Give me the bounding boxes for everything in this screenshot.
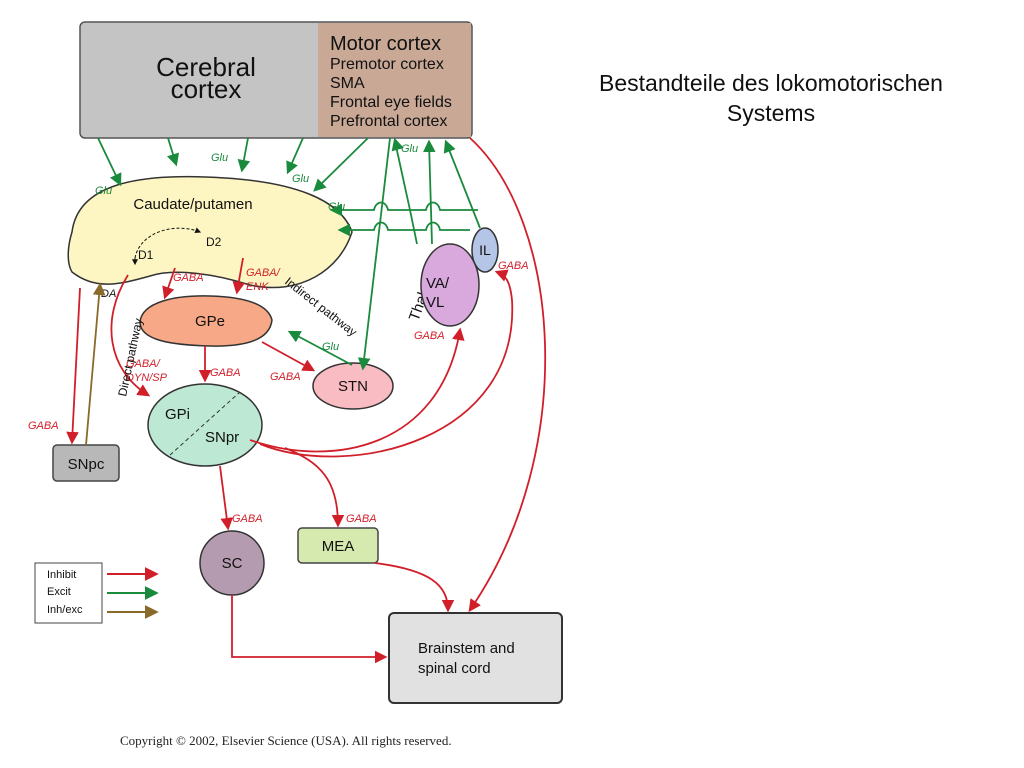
legend: Inhibit Excit Inh/exc [34, 562, 159, 624]
legend-inhexc-label: Inh/exc [47, 604, 83, 616]
brainstem-label-line2: spinal cord [418, 660, 491, 677]
brainstem-box [388, 612, 563, 704]
gpe-shape [139, 295, 273, 347]
cortex-area-premotor: Premotor cortex [330, 56, 444, 73]
cortex-area-prefrontal: Prefrontal cortex [330, 113, 447, 130]
mea-label: MEA [322, 538, 355, 555]
da-label: DA [101, 288, 116, 300]
mea-box [297, 527, 379, 564]
brainstem-label-line1: Brainstem and [418, 640, 515, 657]
indirect-pathway-label: Indirect pathway [282, 274, 359, 339]
gpi-snpr-shape [147, 383, 263, 467]
svg-text:GABA: GABA [28, 420, 59, 432]
il-shape [471, 227, 499, 273]
svg-text:GABA: GABA [210, 367, 241, 379]
neurotransmitter-labels: Glu Glu Glu Glu Glu Glu GABA GABA GABA/ … [28, 143, 529, 525]
legend-excit-label: Excit [47, 586, 71, 598]
svg-text:GABA: GABA [414, 330, 445, 342]
cortex-name-line2: cortex [171, 74, 242, 104]
d1-label: D1 [138, 248, 154, 262]
svg-text:GABA/: GABA/ [246, 267, 281, 279]
svg-text:Glu: Glu [328, 201, 345, 213]
stn-shape [312, 362, 394, 410]
svg-text:Glu: Glu [95, 185, 112, 197]
gpe-label: GPe [195, 313, 225, 330]
slide-title: Bestandteile des lokomotorischen Systems [599, 70, 943, 126]
da-connection [85, 282, 106, 446]
stn-label: STN [338, 378, 368, 395]
snpc-label: SNpc [68, 456, 105, 473]
legend-inhibit-label: Inhibit [47, 569, 76, 581]
excitatory-connections [97, 137, 481, 371]
va-vl-shape [420, 243, 480, 327]
cortex-area-motor: Motor cortex [330, 33, 441, 55]
svg-text:Glu: Glu [292, 173, 309, 185]
caudate-label: Caudate/putamen [133, 196, 252, 213]
svg-text:GABA: GABA [498, 260, 529, 272]
sc-label: SC [222, 555, 243, 572]
d2-label: D2 [206, 235, 222, 249]
svg-text:Glu: Glu [401, 143, 418, 155]
svg-text:DYN/SP: DYN/SP [126, 372, 168, 384]
cortex-name-line1: Cerebral [156, 52, 256, 82]
cortex-area-sma: SMA [330, 75, 365, 92]
gpi-label: GPi [165, 406, 190, 423]
svg-text:GABA: GABA [232, 513, 263, 525]
svg-text:GABA/: GABA/ [126, 358, 161, 370]
copyright-notice: Copyright © 2002, Elsevier Science (USA)… [120, 733, 452, 748]
svg-text:GABA: GABA [270, 371, 301, 383]
cerebral-cortex-box: Cerebral cortex Motor cortex Premotor co… [79, 21, 473, 139]
snpr-label: SNpr [205, 429, 239, 446]
svg-text:ENK: ENK [246, 281, 269, 293]
inhibitory-connections [66, 137, 546, 664]
svg-text:Glu: Glu [211, 152, 228, 164]
svg-text:GABA: GABA [173, 272, 204, 284]
va-vl-label-line2: VL [426, 294, 444, 311]
svg-text:Glu: Glu [322, 341, 339, 353]
caudate-putamen-shape [67, 175, 353, 289]
il-label: IL [479, 242, 491, 258]
va-vl-label-line1: VA/ [426, 275, 450, 292]
svg-text:GABA: GABA [346, 513, 377, 525]
cortex-area-fef: Frontal eye fields [330, 94, 452, 111]
